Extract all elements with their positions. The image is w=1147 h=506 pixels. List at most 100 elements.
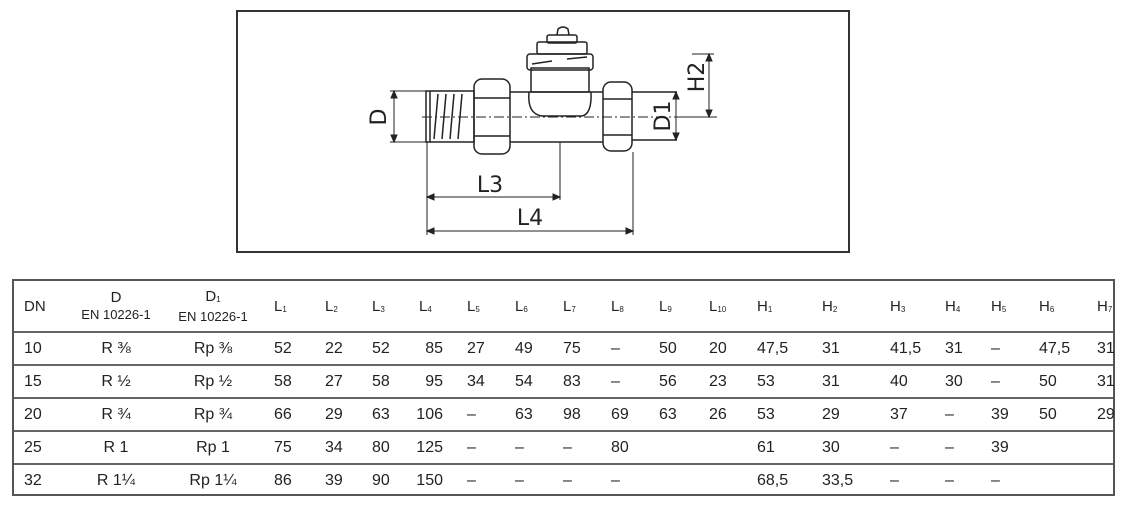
table-cell: – bbox=[945, 471, 954, 489]
table-cell: 75 bbox=[563, 339, 581, 357]
table-cell: 56 bbox=[659, 372, 677, 390]
table-cell: 53 bbox=[757, 405, 775, 423]
label-l4: L4 bbox=[517, 206, 543, 231]
table-cell: – bbox=[467, 405, 476, 423]
table-cell: 63 bbox=[372, 405, 390, 423]
table-cell: 54 bbox=[515, 372, 533, 390]
valve-bonnet bbox=[526, 26, 594, 93]
table-cell: 63 bbox=[659, 405, 677, 423]
header-label: DN bbox=[24, 297, 46, 315]
column-header: L6 bbox=[505, 281, 553, 331]
header-label: L10 bbox=[709, 297, 727, 315]
table-cell: – bbox=[611, 471, 620, 489]
header-label: H2 bbox=[822, 297, 838, 315]
table-cell: 41,5 bbox=[890, 339, 922, 357]
table-cell: 20 bbox=[24, 405, 42, 423]
table-cell: 52 bbox=[372, 339, 390, 357]
table-cell: Rp ½ bbox=[193, 372, 233, 390]
table-cell: 29 bbox=[325, 405, 343, 423]
table-cell: 20 bbox=[709, 339, 727, 357]
table-cell: – bbox=[563, 471, 572, 489]
column-header: L10 bbox=[699, 281, 747, 331]
header-label: H5 bbox=[991, 297, 1007, 315]
table-cell: 25 bbox=[24, 438, 42, 456]
table-cell: 50 bbox=[659, 339, 677, 357]
column-header: L5 bbox=[457, 281, 505, 331]
table-cell: 50 bbox=[1039, 405, 1057, 423]
column-header: L2 bbox=[315, 281, 362, 331]
header-label: H1 bbox=[757, 297, 773, 315]
header-label: H3 bbox=[890, 297, 906, 315]
table-cell: 34 bbox=[467, 372, 485, 390]
dimension-d bbox=[390, 89, 426, 144]
table-cell: 40 bbox=[890, 372, 908, 390]
table-cell: 39 bbox=[991, 438, 1009, 456]
table-cell: R ½ bbox=[101, 372, 131, 390]
table-cell: 26 bbox=[709, 405, 727, 423]
table-cell bbox=[1087, 465, 1117, 496]
header-label: L3 bbox=[372, 297, 385, 315]
table-cell: 63 bbox=[515, 405, 533, 423]
table-cell: – bbox=[991, 339, 1000, 357]
table-cell: 58 bbox=[274, 372, 292, 390]
table-cell: 125 bbox=[416, 438, 443, 456]
header-label: H6 bbox=[1039, 297, 1055, 315]
table-cell: – bbox=[467, 438, 476, 456]
table-cell: Rp ¾ bbox=[193, 405, 233, 423]
column-header: H4 bbox=[935, 281, 981, 331]
column-header: H1 bbox=[747, 281, 812, 331]
column-header: L7 bbox=[553, 281, 601, 331]
header-label: L8 bbox=[611, 297, 624, 315]
column-header: L9 bbox=[649, 281, 699, 331]
column-header: H2 bbox=[812, 281, 880, 331]
table-cell: 98 bbox=[563, 405, 581, 423]
header-label: L7 bbox=[563, 297, 576, 315]
table-cell: 10 bbox=[24, 339, 42, 357]
table-cell: 30 bbox=[945, 372, 963, 390]
table-cell: 27 bbox=[325, 372, 343, 390]
column-header: L1 bbox=[264, 281, 315, 331]
table-cell: 31 bbox=[822, 339, 840, 357]
header-standard: EN 10226-1 bbox=[81, 307, 151, 322]
header-label: L5 bbox=[467, 297, 480, 315]
table-cell bbox=[1029, 432, 1087, 463]
table-cell: 106 bbox=[416, 405, 443, 423]
table-cell: 23 bbox=[709, 372, 727, 390]
header-label: L4 bbox=[419, 297, 432, 315]
table-cell: R 1¼ bbox=[96, 471, 136, 489]
table-cell: 83 bbox=[563, 372, 581, 390]
table-cell bbox=[699, 432, 747, 463]
table-cell: 31 bbox=[945, 339, 963, 357]
column-header: L8 bbox=[601, 281, 649, 331]
left-union-nut bbox=[473, 78, 511, 155]
table-cell: – bbox=[563, 438, 572, 456]
table-cell: 39 bbox=[991, 405, 1009, 423]
table-cell: Rp ⅜ bbox=[193, 339, 233, 357]
table-cell: – bbox=[611, 372, 620, 390]
column-header: L3 bbox=[362, 281, 409, 331]
table-cell: 52 bbox=[274, 339, 292, 357]
table-cell: – bbox=[890, 471, 899, 489]
table-cell: 31 bbox=[1097, 339, 1115, 357]
header-label: L6 bbox=[515, 297, 528, 315]
table-cell: 34 bbox=[325, 438, 343, 456]
table-cell: 69 bbox=[611, 405, 629, 423]
column-header: H7 bbox=[1087, 281, 1117, 331]
valve-dimension-drawing: D D1 H2 L3 L4 bbox=[367, 26, 717, 235]
header-label: L1 bbox=[274, 297, 287, 315]
header-standard: EN 10226-1 bbox=[178, 308, 248, 324]
header-label: L2 bbox=[325, 297, 338, 315]
table-cell: – bbox=[991, 372, 1000, 390]
table-cell: – bbox=[945, 438, 954, 456]
table-cell: R ⅜ bbox=[101, 339, 131, 357]
table-cell: 29 bbox=[822, 405, 840, 423]
table-cell: 15 bbox=[24, 372, 42, 390]
table-cell: 85 bbox=[425, 339, 443, 357]
table-cell: 27 bbox=[467, 339, 485, 357]
table-cell: 32 bbox=[24, 471, 42, 489]
